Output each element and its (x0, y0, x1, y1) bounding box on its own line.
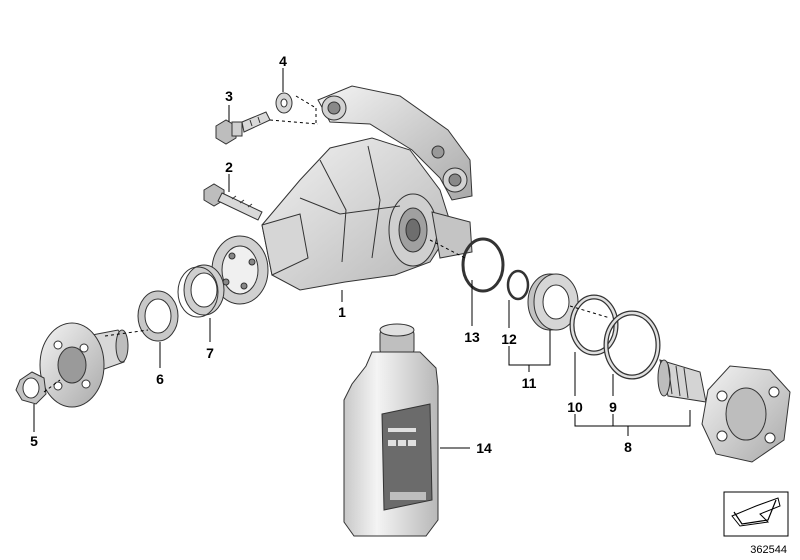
collar-nut-5 (15, 371, 47, 405)
callout-1: 1 (338, 304, 346, 320)
callout-4: 4 (279, 53, 287, 69)
differential-housing (261, 85, 473, 291)
callout-9: 9 (609, 399, 617, 415)
callout-3: 3 (225, 88, 233, 104)
output-flange (657, 359, 791, 463)
seal-ring-10 (569, 294, 619, 356)
bolt-3 (215, 111, 271, 145)
callout-11: 11 (522, 375, 537, 391)
seal-ring-6 (137, 290, 179, 342)
seal-ring-9 (603, 310, 661, 380)
diagram-id: 362544 (750, 544, 787, 556)
washer-4 (275, 92, 293, 114)
shaft-seal-7 (177, 264, 225, 318)
callout-14: 14 (476, 440, 492, 456)
snap-ring-12 (506, 269, 530, 301)
callout-8: 8 (624, 439, 632, 455)
input-flange (39, 322, 129, 408)
bolt-2 (203, 183, 263, 221)
radial-seal-11 (527, 273, 579, 331)
orientation-arrow-icon (723, 491, 789, 537)
callout-2: 2 (225, 159, 233, 175)
callout-10: 10 (567, 399, 583, 415)
callout-13: 13 (464, 329, 480, 345)
oil-bottle-14 (343, 323, 439, 537)
callout-6: 6 (156, 371, 164, 387)
callout-5: 5 (30, 433, 38, 449)
callout-12: 12 (501, 331, 517, 347)
callout-labels: 1 2 3 4 5 6 7 8 9 10 11 12 13 14 (30, 53, 632, 456)
o-ring-13 (461, 237, 505, 293)
pinion-seal-ring (211, 235, 269, 305)
leader-lines (33, 68, 691, 449)
callout-7: 7 (206, 345, 214, 361)
